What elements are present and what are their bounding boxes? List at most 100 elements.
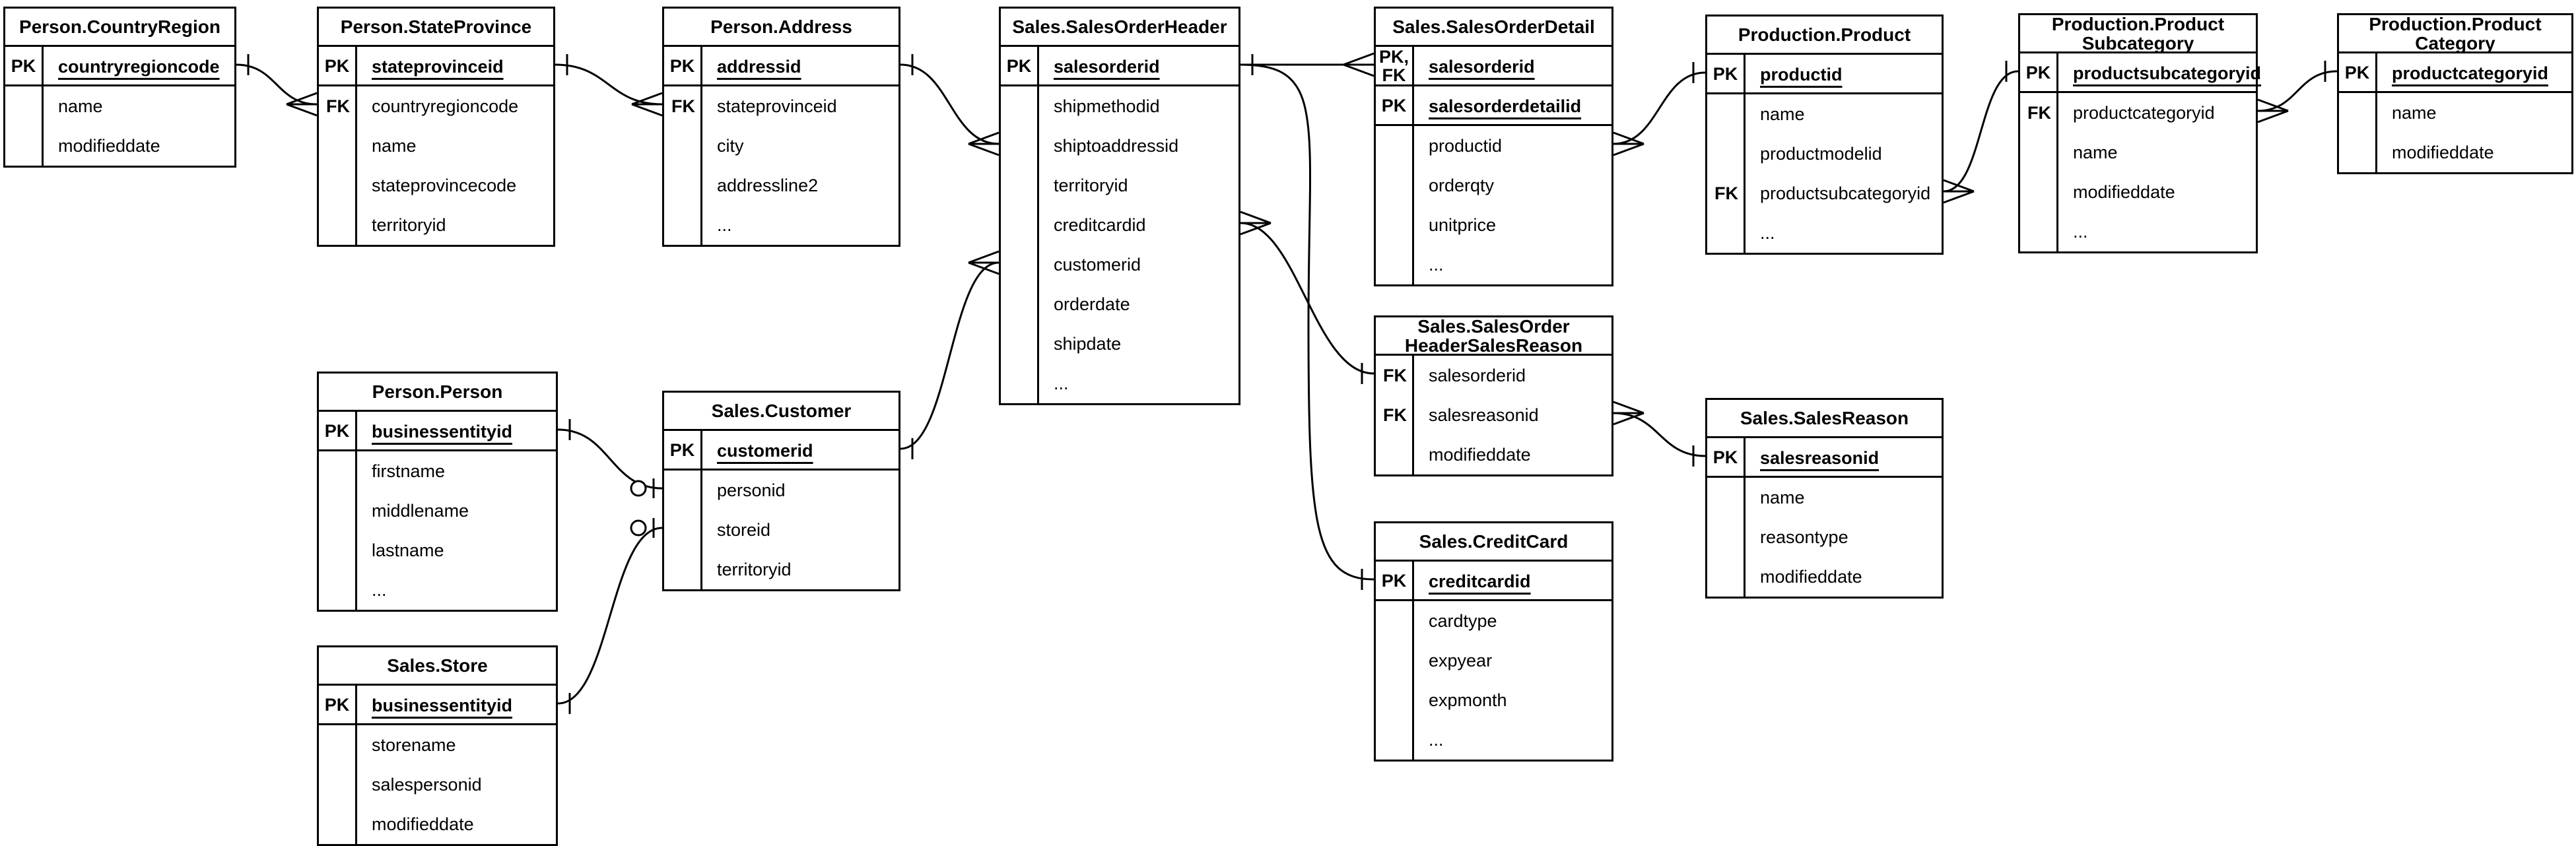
table-title: Person.Person	[319, 374, 556, 412]
relation-line[interactable]	[900, 261, 1000, 450]
relation-line[interactable]	[1613, 71, 1706, 145]
key-label	[2020, 133, 2058, 172]
key-label	[1001, 324, 1039, 364]
key-label	[664, 510, 702, 550]
relation-stateprovince-address[interactable]	[555, 54, 663, 117]
relation-salesorderheader-sohsalesreason[interactable]	[1240, 211, 1374, 384]
field-name: addressline2	[717, 175, 819, 195]
field-name: shiptoaddressid	[1054, 135, 1179, 156]
key-label	[1707, 478, 1746, 517]
relation-customer-salesorderheader[interactable]	[900, 250, 1000, 459]
key-label: PK	[5, 47, 44, 84]
relation-line[interactable]	[1240, 63, 1374, 581]
relation-line[interactable]	[557, 428, 663, 490]
field-name: storeid	[717, 519, 771, 540]
name-column: personid storeid territoryid	[702, 471, 898, 589]
key-label	[319, 451, 357, 491]
field-name: territoryid	[372, 214, 446, 235]
key-label	[664, 126, 702, 166]
key-column	[319, 725, 357, 844]
relation-productsubcategory-product[interactable]	[1943, 61, 2019, 204]
table-title: Person.Address	[664, 9, 898, 47]
relation-countryregion-stateprovince[interactable]	[236, 54, 318, 117]
cardinality-many-icon	[968, 131, 1000, 156]
field-name: name	[1760, 104, 1805, 124]
relation-productcategory-productsubcategory[interactable]	[2257, 61, 2338, 123]
key-label: FK	[1714, 183, 1738, 203]
field-name: salespersonid	[372, 774, 482, 795]
relation-salesreason-sohsalesreason[interactable]	[1613, 401, 1706, 467]
relation-line[interactable]	[1943, 70, 2019, 193]
field-name: expmonth	[1429, 690, 1507, 710]
key-label: PK	[1707, 438, 1746, 476]
field-name: creditcardid	[1429, 571, 1531, 591]
relation-address-salesorderheader[interactable]	[900, 54, 1000, 156]
key-label: PK, FK	[1376, 47, 1414, 84]
field-name: productmodelid	[1760, 143, 1882, 164]
relation-store-customer[interactable]	[557, 518, 663, 714]
field-name: productid	[1429, 135, 1503, 156]
table-title: Production.Product Subcategory	[2020, 15, 2256, 53]
field-name: modifieddate	[1760, 566, 1862, 587]
key-label: PK	[319, 412, 357, 449]
relation-line[interactable]	[1240, 222, 1374, 375]
key-label	[319, 126, 357, 166]
relation-salesorderheader-creditcard[interactable]	[1240, 63, 1374, 590]
key-label: PK	[2339, 53, 2377, 91]
field-name: territoryid	[1054, 175, 1128, 195]
relation-line[interactable]	[555, 63, 663, 106]
key-label	[1376, 205, 1414, 245]
field-name: ...	[1760, 222, 1775, 243]
field-name: territoryid	[717, 559, 792, 579]
field-name: lastname	[372, 540, 444, 560]
field-name: productsubcategoryid	[2073, 63, 2262, 83]
cardinality-many-icon	[2257, 98, 2289, 123]
field-name: personid	[717, 480, 786, 500]
field-name: modifieddate	[372, 814, 474, 834]
relation-line[interactable]	[900, 63, 1000, 145]
field-name: customerid	[1054, 254, 1141, 275]
key-label	[319, 491, 357, 531]
relation-product-salesorderdetail[interactable]	[1613, 62, 1706, 156]
relation-salesorderheader-salesorderdetail[interactable]	[1240, 52, 1374, 77]
relation-line[interactable]	[557, 527, 663, 705]
table-title: Sales.SalesOrderDetail	[1376, 9, 1611, 47]
relation-line[interactable]	[1613, 412, 1706, 457]
field-name: customerid	[717, 440, 813, 461]
relation-person-customer[interactable]	[557, 419, 663, 498]
